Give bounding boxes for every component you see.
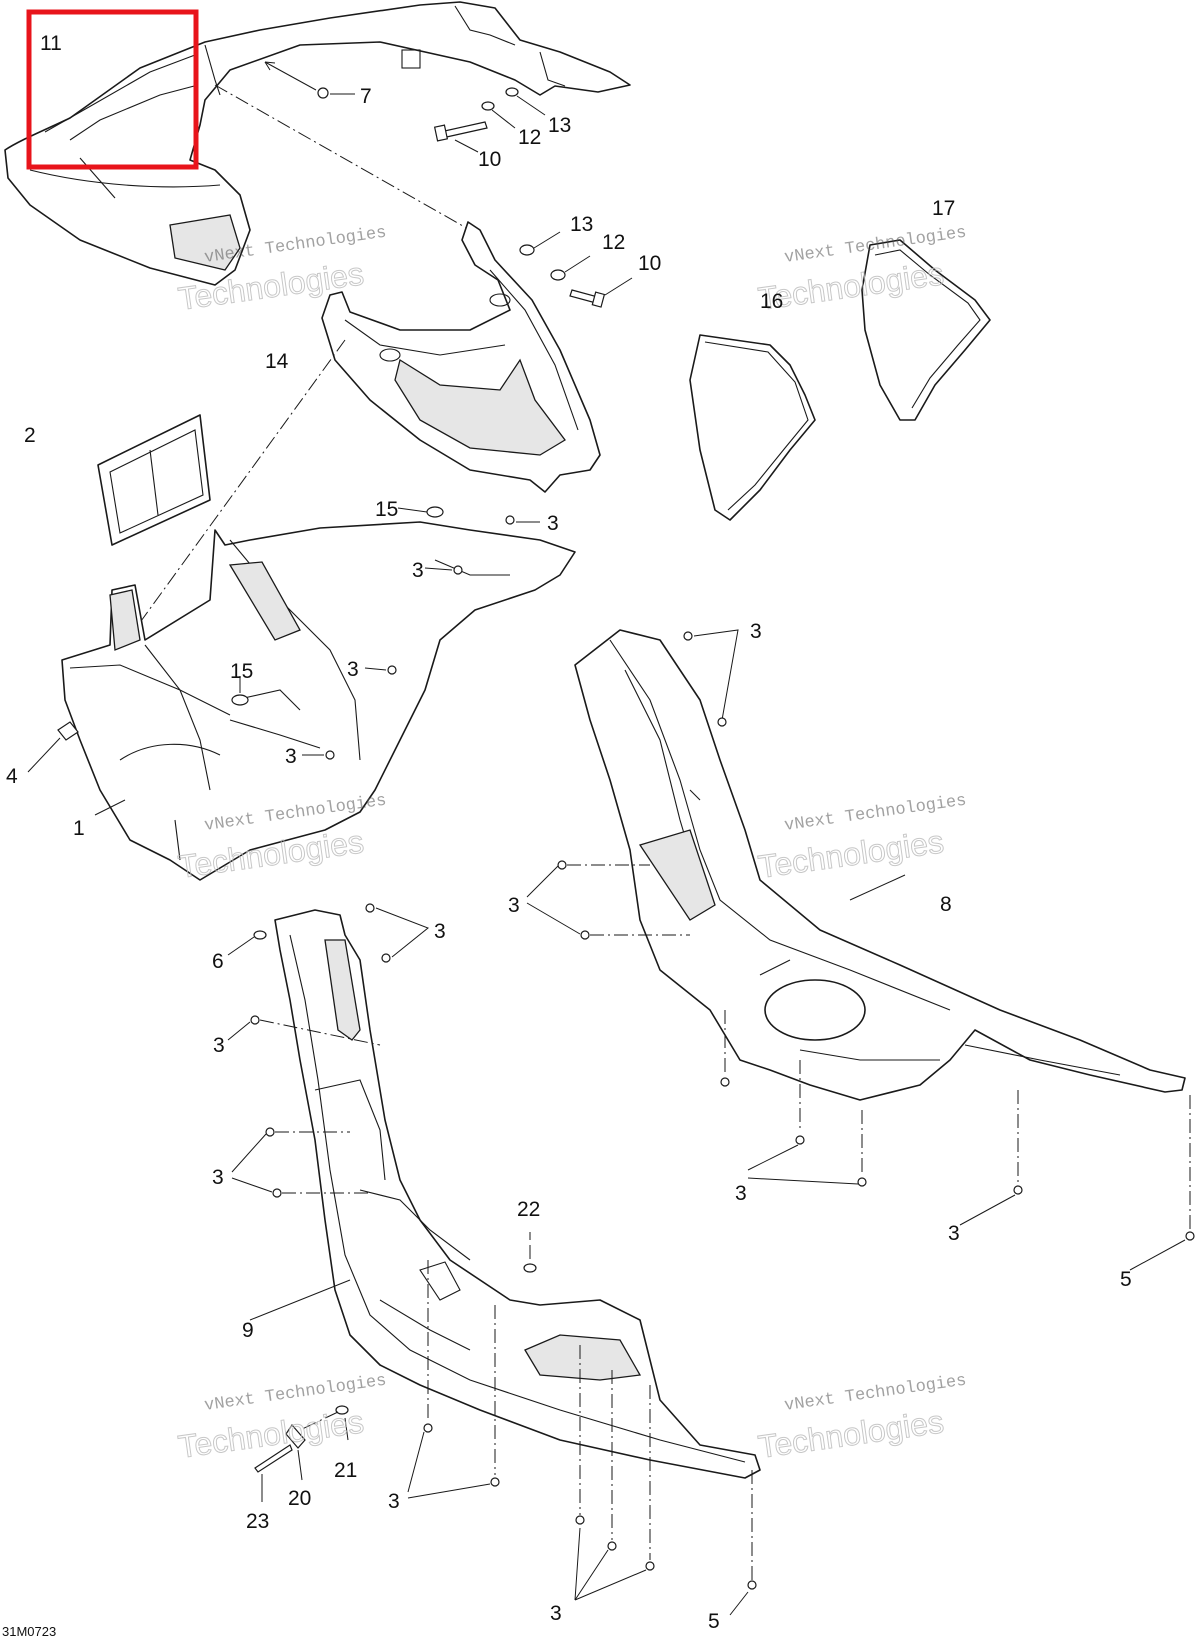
drawing-id: 31M0723: [2, 1624, 56, 1639]
callout: 7: [360, 85, 372, 108]
callout: 10: [638, 252, 661, 275]
callout: 3: [347, 658, 359, 681]
callout: 15: [375, 498, 398, 521]
callout: 5: [708, 1610, 720, 1633]
callout: 3: [388, 1490, 400, 1513]
callout: 21: [334, 1459, 357, 1482]
hardware-10-12-13-mid: [519, 231, 633, 308]
part-8-right-panel: [574, 629, 1186, 1101]
callout: 3: [750, 620, 762, 643]
callout: 12: [518, 126, 541, 149]
callout: 9: [242, 1319, 254, 1342]
callout: 1: [73, 817, 85, 840]
part-11-upper-bezel: [4, 1, 631, 286]
part-16-panel: [689, 334, 816, 521]
callout: 2: [24, 424, 36, 447]
callout: 15: [230, 660, 253, 683]
callout: 3: [412, 559, 424, 582]
callout: 13: [570, 213, 593, 236]
callout: 22: [517, 1198, 540, 1221]
callout: 3: [948, 1222, 960, 1245]
part-17-panel: [861, 239, 991, 421]
callout: 3: [213, 1034, 225, 1057]
callout: 3: [508, 894, 520, 917]
part-1-lower-fairing: [61, 521, 576, 881]
callout: 12: [602, 231, 625, 254]
callout: 8: [940, 893, 952, 916]
callout: 4: [6, 765, 18, 788]
callout: 6: [212, 950, 224, 973]
callout: 13: [548, 114, 571, 137]
callout: 23: [246, 1510, 269, 1533]
highlight-box: [26, 9, 199, 170]
callout: 16: [760, 290, 783, 313]
part-1-hardware: [27, 506, 540, 816]
hardware-10-12-13-upper: [433, 87, 546, 153]
callout: 14: [265, 350, 289, 373]
callout: 3: [212, 1166, 224, 1189]
part-8-hardware: [526, 629, 1195, 1271]
part-2-decal: [97, 414, 211, 546]
assembly-line-b: [119, 339, 346, 651]
callout: 10: [478, 148, 501, 171]
callout: 5: [1120, 1268, 1132, 1291]
callout: 3: [735, 1182, 747, 1205]
part-9-hardware: [227, 903, 757, 1616]
part-14-bracket: [321, 221, 601, 493]
assembly-line-a: [214, 84, 471, 231]
part-7-clip: [264, 61, 355, 99]
callout: 17: [932, 197, 955, 220]
callout: 3: [550, 1602, 562, 1625]
part-9-left-panel: [274, 909, 761, 1479]
watermark-6: vNext Technologies Technologies: [755, 1372, 967, 1466]
watermark-4: vNext Technologies Technologies: [755, 792, 967, 886]
callout: 3: [547, 512, 559, 535]
callout: 3: [434, 920, 446, 943]
callout-labels: 11 7 13 12 10 13 12 10 17 16 14 2 15 3 3…: [6, 32, 1132, 1633]
callout: 20: [288, 1487, 311, 1510]
callout: 11: [40, 32, 62, 55]
callout: 3: [285, 745, 297, 768]
